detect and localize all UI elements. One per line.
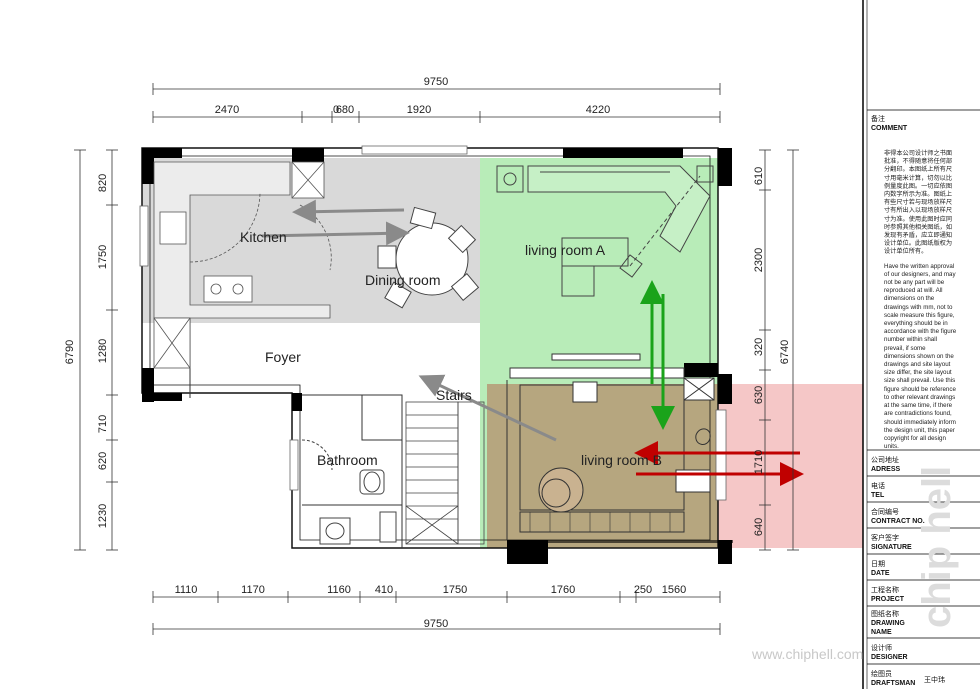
copyright-note-en: Have the written approval of our designe… — [884, 262, 957, 451]
field-label-zh: 客户签字 — [871, 533, 899, 542]
dim-bottom-seg: 1170 — [241, 584, 265, 596]
living-a-furniture — [496, 165, 714, 297]
field-label-en-cont: NAME — [871, 629, 892, 636]
stairs-treads — [405, 401, 485, 545]
dim-bottom-seg: 1560 — [662, 584, 686, 596]
dim-right-seg: 2300 — [753, 248, 765, 272]
dimension-lines — [74, 83, 799, 635]
dim-right-seg: 630 — [753, 386, 765, 404]
comment-label-en: COMMENT — [871, 125, 908, 132]
windows — [139, 145, 727, 501]
kitchen-counters — [153, 161, 332, 369]
dim-right-seg: 610 — [753, 167, 765, 185]
room-label-stairs: Stairs — [436, 387, 472, 403]
room-label-living-a: living room A — [525, 242, 606, 258]
flow-arrows — [261, 199, 804, 486]
room-label-living-b: living room B — [581, 452, 662, 468]
field-label-en: TEL — [871, 492, 885, 499]
draftsman-value: 王中玮 — [924, 675, 945, 684]
dim-top-seg: 0 — [333, 104, 339, 116]
dim-top-seg: 680 — [336, 104, 354, 116]
dim-left-seg: 1230 — [97, 504, 109, 528]
field-label-zh: 电话 — [871, 481, 885, 490]
bathroom-fixtures — [301, 439, 397, 545]
field-label-zh: 合同编号 — [871, 507, 899, 516]
dim-bottom-seg: 1110 — [175, 584, 198, 596]
room-label-foyer: Foyer — [265, 349, 301, 365]
watermark-logo: chip hell — [915, 466, 959, 628]
dim-bottom-seg: 1760 — [551, 584, 575, 596]
field-label-en: SIGNATURE — [871, 544, 912, 551]
watermark-url: www.chiphell.com — [751, 646, 863, 662]
dim-left-seg: 620 — [97, 452, 109, 470]
dim-left-seg: 710 — [97, 415, 109, 433]
dim-bottom-seg: 410 — [375, 584, 393, 596]
dim-right-seg: 640 — [753, 518, 765, 536]
dim-bottom-seg: 250 — [634, 584, 652, 596]
room-label-bathroom: Bathroom — [317, 452, 378, 468]
dim-left-seg: 1280 — [97, 339, 109, 363]
room-label-dining: Dining room — [365, 272, 440, 288]
dim-bottom-seg: 1750 — [443, 584, 467, 596]
dim-right-seg: 1710 — [753, 450, 765, 474]
copyright-note: 非得本公司设计师之书面批准，不得随意将任何部分翻印。本图纸上所有尺寸用毫米计算，… — [884, 150, 958, 457]
dim-left-seg: 1750 — [97, 245, 109, 269]
field-label-zh: 设计师 — [871, 643, 892, 652]
comment-label-zh: 备注 — [871, 114, 885, 123]
field-label-zh: 图纸名称 — [871, 609, 899, 618]
title-block-frame — [862, 0, 980, 689]
dim-top-seg: 1920 — [407, 104, 431, 116]
dim-right-seg: 320 — [753, 338, 765, 356]
field-label-en: DRAWING — [871, 620, 905, 627]
room-label-kitchen: Kitchen — [240, 229, 287, 245]
dining-set — [377, 206, 480, 309]
dim-top-seg: 4220 — [586, 104, 610, 116]
field-label-en: DATE — [871, 570, 890, 577]
field-label-zh: 公司地址 — [871, 455, 899, 464]
living-b-zone — [487, 384, 718, 548]
dim-top-seg: 2470 — [215, 104, 239, 116]
dim-top-total: 9750 — [424, 76, 448, 88]
field-label-zh: 日期 — [871, 560, 885, 568]
field-label-en: DESIGNER — [871, 654, 908, 661]
field-label-en: CONTRACT NO. — [871, 518, 925, 525]
field-label-en: ADRESS — [871, 466, 901, 473]
dim-right-total: 6740 — [779, 340, 791, 364]
wall-columns — [142, 148, 733, 564]
field-label-zh: 绘图员 — [871, 669, 892, 678]
field-label-en: PROJECT — [871, 596, 905, 603]
dim-left-total: 6790 — [64, 340, 76, 364]
dim-bottom-total: 9750 — [424, 618, 448, 630]
field-label-en: DRAFTSMAN — [871, 680, 915, 687]
copyright-note-zh: 非得本公司设计师之书面批准，不得随意将任何部分翻印。本图纸上所有尺寸用毫米计算，… — [884, 150, 953, 256]
dim-left-seg: 820 — [97, 174, 109, 192]
dim-bottom-seg: 1160 — [327, 584, 351, 596]
interior-walls — [154, 317, 685, 548]
field-label-zh: 工程名称 — [871, 585, 899, 594]
